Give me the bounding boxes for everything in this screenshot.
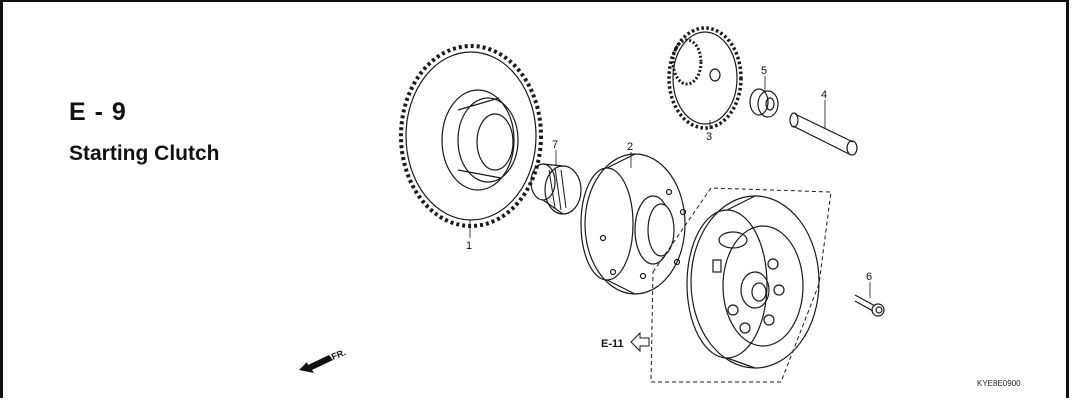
drawing-code: KYE8E0900 [977, 379, 1021, 388]
shaft-icon [789, 112, 858, 156]
flywheel-rotor-icon [650, 187, 832, 383]
part-number-6: 6 [866, 271, 872, 283]
driven-gear-icon [399, 44, 543, 228]
idle-gear-icon [667, 26, 743, 130]
clutch-outer-icon [580, 153, 687, 295]
section-code: E - 9 [69, 98, 127, 126]
reference-label: E-11 [601, 338, 624, 350]
part-number-2: 2 [627, 141, 633, 153]
leader-lines [469, 76, 871, 298]
part-number-1: 1 [466, 240, 472, 252]
one-way-clutch-icon [530, 163, 582, 215]
section-title: Starting Clutch [69, 142, 220, 165]
part-number-5: 5 [761, 65, 767, 77]
exploded-view-drawing: 1 2 3 4 5 6 7 E-11 FR. [299, 26, 885, 383]
bolt-icon [854, 294, 885, 317]
front-label: FR. [330, 347, 347, 362]
reference-arrow-icon [630, 331, 650, 353]
front-arrow-icon [299, 355, 333, 373]
part-number-7: 7 [552, 139, 558, 151]
part-number-4: 4 [821, 89, 827, 101]
part-number-3: 3 [706, 131, 712, 143]
bushing-icon [749, 88, 779, 118]
